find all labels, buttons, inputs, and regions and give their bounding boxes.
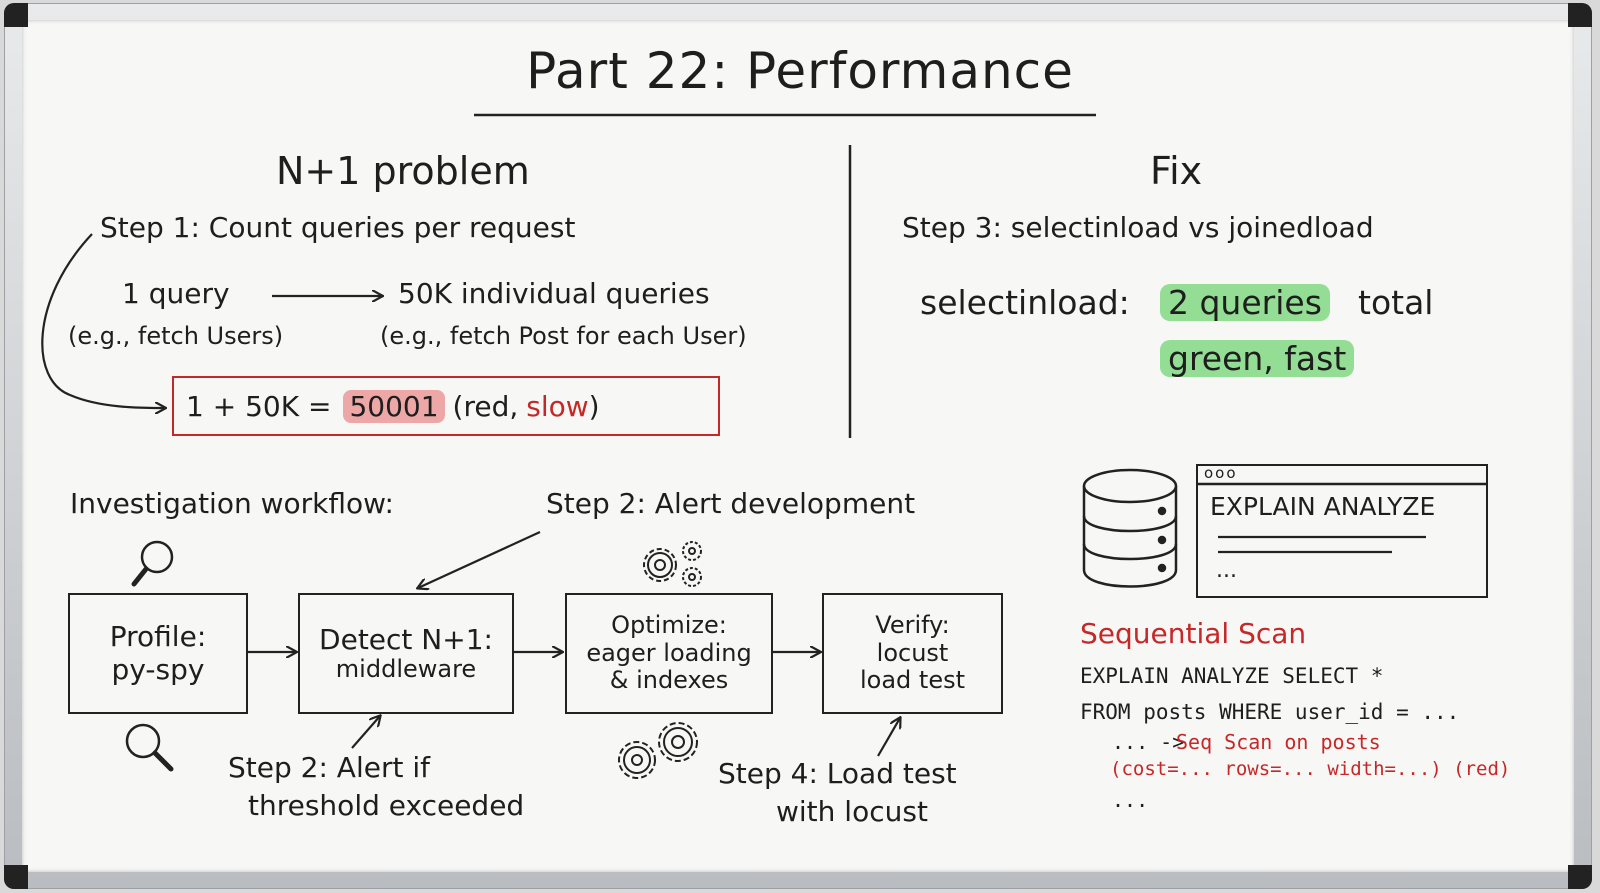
- box-line: middleware: [335, 654, 477, 683]
- plan-trailing-ellipsis: ...: [1112, 788, 1149, 812]
- n-plus-one-heading: N+1 problem: [276, 149, 530, 193]
- total-word: total: [1358, 283, 1434, 322]
- window-title: EXPLAIN ANALYZE: [1210, 492, 1436, 521]
- gears-icon: [643, 541, 702, 587]
- box-line: locust: [876, 638, 949, 667]
- frame-corner: [1568, 865, 1592, 889]
- equation-note: (red,: [452, 389, 519, 423]
- step4-note-line2: with locust: [776, 795, 928, 828]
- seq-scan-heading: Sequential Scan: [1080, 617, 1307, 650]
- one-query-text: 1 query: [122, 277, 230, 310]
- step4-note-arrow: [877, 718, 900, 757]
- fix-heading: Fix: [1150, 149, 1203, 193]
- queries-highlight: 2 queries: [1160, 284, 1330, 321]
- step2-note-arrow: [351, 716, 380, 749]
- explain-window: [1196, 464, 1488, 598]
- box-line: & indexes: [609, 666, 729, 695]
- step1-text: Step 1: Count queries per request: [100, 211, 576, 244]
- step4-note-line1: Step 4: Load test: [718, 757, 957, 790]
- box-line: py-spy: [111, 652, 205, 686]
- box-line: Optimize:: [611, 611, 727, 640]
- loop-back-arrow: [41, 233, 165, 408]
- plan-cost-line: (cost=... rows=... width=...) (red): [1110, 758, 1511, 780]
- step2-header: Step 2: Alert development: [546, 487, 916, 520]
- plan-prefix: ... ->: [1112, 730, 1185, 754]
- whiteboard-surface: [22, 20, 1574, 872]
- workflow-box-profile: Profile: py-spy: [68, 593, 248, 714]
- box-line: Verify:: [875, 611, 950, 640]
- plan-seq-scan: Seq Scan on posts: [1176, 730, 1381, 754]
- magnifier-icon: [131, 540, 174, 587]
- step2-note-line2: threshold exceeded: [248, 789, 525, 822]
- window-ellipsis: ...: [1216, 558, 1237, 583]
- box-line: load test: [859, 666, 965, 695]
- query-line2: FROM posts WHERE user_id = ...: [1080, 700, 1460, 724]
- workflow-label: Investigation workflow:: [70, 487, 394, 520]
- equation-close: ): [588, 389, 600, 423]
- many-queries-text: 50K individual queries: [398, 277, 710, 310]
- selectinload-label: selectinload:: [920, 283, 1130, 322]
- step3-text: Step 3: selectinload vs joinedload: [902, 211, 1374, 244]
- workflow-box-verify: Verify: locust load test: [822, 593, 1003, 714]
- frame-corner: [4, 865, 28, 889]
- equation-box: 1 + 50K = 50001 (red, slow ): [172, 376, 720, 436]
- magnifier-icon: [125, 723, 174, 772]
- gears-icon: [618, 722, 698, 779]
- workflow-box-detect: Detect N+1: middleware: [298, 593, 514, 714]
- page-title: Part 22: Performance: [526, 42, 1074, 100]
- many-queries-example: (e.g., fetch Post for each User): [380, 322, 747, 350]
- equation-total: 50001: [343, 389, 445, 423]
- workflow-box-optimize: Optimize: eager loading & indexes: [565, 593, 773, 714]
- box-line: Profile:: [109, 620, 207, 654]
- one-query-example: (e.g., fetch Users): [68, 322, 284, 350]
- equation-slow: slow: [526, 389, 589, 423]
- query-line1: EXPLAIN ANALYZE SELECT *: [1080, 664, 1384, 688]
- box-line: Detect N+1:: [319, 622, 493, 656]
- alert-header-arrow: [418, 531, 541, 588]
- frame-corner: [4, 3, 28, 27]
- equation-prefix: 1 + 50K =: [186, 389, 332, 423]
- window-dots: ooo: [1204, 464, 1238, 482]
- box-line: eager loading: [586, 638, 752, 667]
- step2-note-line1: Step 2: Alert if: [228, 751, 430, 784]
- database-icon: [1082, 468, 1178, 588]
- green-fast-highlight: green, fast: [1160, 340, 1355, 377]
- frame-corner: [1568, 3, 1592, 27]
